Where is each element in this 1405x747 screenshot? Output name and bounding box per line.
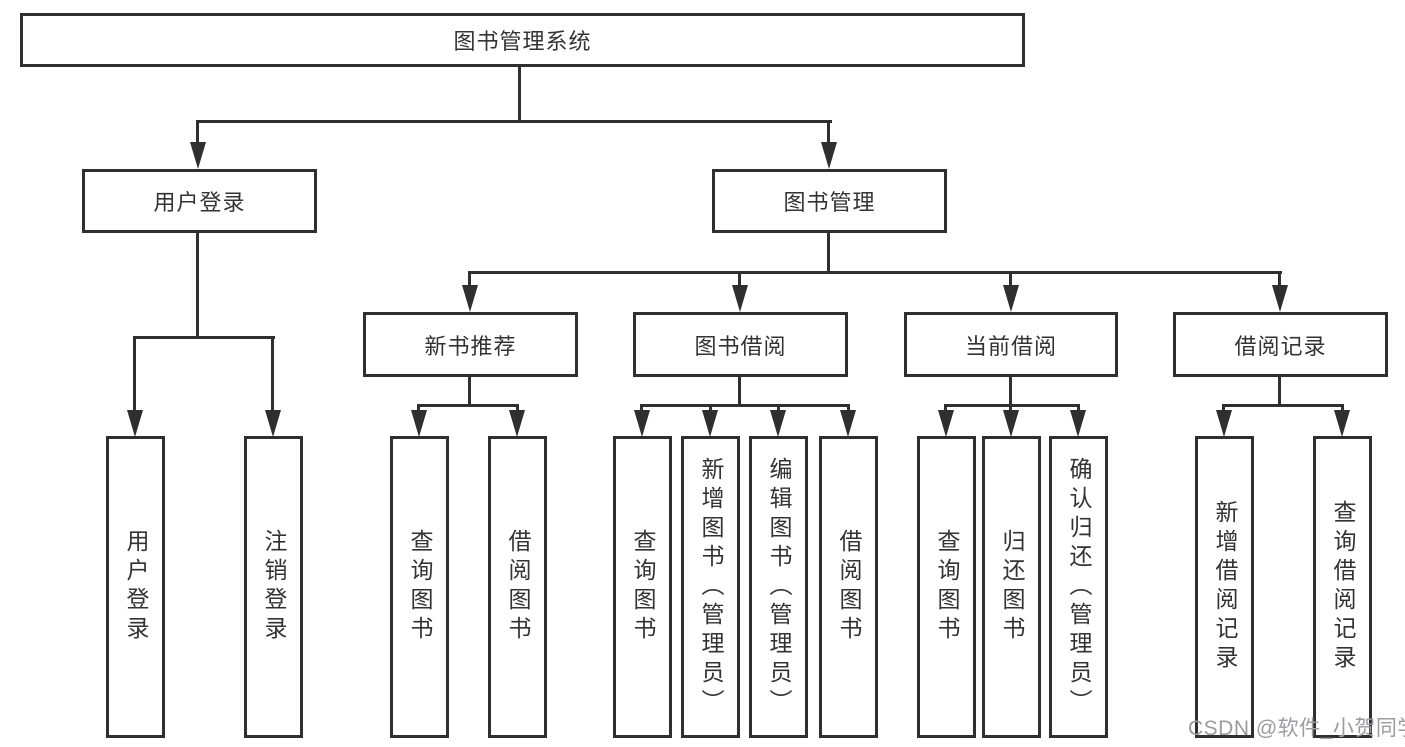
arrowhead-down-icon — [1003, 410, 1019, 437]
arrowhead-down-icon — [1003, 285, 1019, 312]
leaf-confirm-return-admin-label: 确认归还（管理员） — [1066, 456, 1092, 718]
leaf-return-books: 归还图书 — [982, 436, 1041, 738]
leaf-edit-books-admin-label: 编辑图书（管理员） — [766, 456, 792, 718]
connector-line — [468, 271, 471, 288]
arrowhead-down-icon — [1272, 285, 1288, 312]
leaf-query-books-3-label: 查询图书 — [934, 529, 960, 645]
leaf-borrow-books-2-label: 借阅图书 — [836, 529, 862, 645]
leaf-add-books-admin: 新增图书（管理员） — [681, 436, 740, 738]
node-borrow-records: 借阅记录 — [1173, 312, 1388, 377]
arrowhead-down-icon — [732, 285, 748, 312]
leaf-query-books-1-label: 查询图书 — [407, 529, 433, 645]
connector-line — [847, 404, 850, 414]
connector-line — [827, 232, 830, 274]
connector-line — [1222, 404, 1225, 414]
connector-line — [640, 404, 643, 414]
leaf-edit-books-admin: 编辑图书（管理员） — [749, 436, 808, 738]
connector-line — [468, 375, 471, 407]
connector-line — [944, 404, 947, 414]
connector-line — [133, 336, 275, 339]
connector-line — [196, 120, 832, 123]
leaf-borrow-books-1: 借阅图书 — [488, 436, 547, 738]
arrowhead-down-icon — [190, 142, 206, 169]
node-book-management: 图书管理 — [712, 169, 947, 233]
leaf-borrow-books-1-label: 借阅图书 — [505, 529, 531, 645]
connector-line — [709, 404, 712, 414]
arrowhead-down-icon — [509, 410, 525, 437]
arrowhead-down-icon — [634, 410, 650, 437]
connector-line — [271, 336, 274, 413]
node-book-borrow: 图书借阅 — [633, 312, 848, 377]
connector-line — [1278, 271, 1281, 288]
leaf-borrow-books-2: 借阅图书 — [819, 436, 878, 738]
arrowhead-down-icon — [1216, 410, 1232, 437]
leaf-add-books-admin-label: 新增图书（管理员） — [698, 456, 724, 718]
connector-line — [518, 66, 521, 123]
watermark-text: CSDN @软件_小贺同学 — [1188, 717, 1405, 740]
arrowhead-down-icon — [938, 410, 954, 437]
leaf-user-login: 用户登录 — [106, 436, 165, 738]
node-book-management-label: 图书管理 — [783, 190, 876, 215]
arrowhead-down-icon — [1334, 410, 1350, 437]
arrowhead-down-icon — [1070, 410, 1086, 437]
connector-line — [777, 404, 780, 414]
leaf-logout-label: 注销登录 — [261, 529, 287, 645]
connector-line — [738, 375, 741, 407]
arrowhead-down-icon — [770, 410, 786, 437]
connector-line — [827, 120, 830, 150]
connector-line — [196, 120, 199, 150]
arrowhead-down-icon — [821, 142, 837, 169]
node-user-login: 用户登录 — [82, 169, 317, 233]
connector-line — [1009, 375, 1012, 407]
arrowhead-down-icon — [127, 410, 143, 437]
connector-line — [1009, 271, 1012, 288]
connector-line — [417, 404, 519, 407]
node-current-borrow-label: 当前借阅 — [964, 333, 1057, 359]
connector-line — [1222, 404, 1344, 407]
connector-line — [468, 271, 1282, 274]
arrowhead-down-icon — [462, 285, 478, 312]
leaf-query-books-2-label: 查询图书 — [630, 529, 656, 645]
node-new-book-recommend: 新书推荐 — [363, 312, 578, 377]
arrowhead-down-icon — [702, 410, 718, 437]
leaf-return-books-label: 归还图书 — [999, 529, 1025, 645]
node-current-borrow: 当前借阅 — [904, 312, 1118, 377]
leaf-add-borrow-record-label: 新增借阅记录 — [1212, 500, 1238, 674]
connector-line — [1278, 375, 1281, 407]
node-new-book-recommend-label: 新书推荐 — [424, 333, 517, 359]
node-root-label: 图书管理系统 — [453, 29, 592, 54]
arrowhead-down-icon — [411, 410, 427, 437]
leaf-add-borrow-record: 新增借阅记录 — [1195, 436, 1254, 738]
connector-line — [516, 404, 519, 414]
arrowhead-down-icon — [840, 410, 856, 437]
leaf-confirm-return-admin: 确认归还（管理员） — [1049, 436, 1108, 738]
leaf-query-books-1: 查询图书 — [390, 436, 449, 738]
connector-line — [640, 404, 850, 407]
leaf-query-borrow-record-label: 查询借阅记录 — [1330, 500, 1356, 674]
connector-line — [1341, 404, 1344, 414]
node-user-login-label: 用户登录 — [153, 190, 246, 215]
connector-line — [417, 404, 420, 414]
connector-line — [738, 271, 741, 288]
connector-line — [1077, 404, 1080, 414]
node-book-borrow-label: 图书借阅 — [694, 333, 787, 359]
connector-line — [944, 404, 1080, 407]
leaf-logout: 注销登录 — [244, 436, 303, 738]
connector-line — [1009, 404, 1012, 414]
leaf-user-login-label: 用户登录 — [123, 529, 149, 645]
connector-line — [196, 232, 199, 338]
arrowhead-down-icon — [265, 410, 281, 437]
node-borrow-records-label: 借阅记录 — [1234, 333, 1327, 359]
connector-line — [133, 336, 136, 413]
leaf-query-books-2: 查询图书 — [613, 436, 672, 738]
leaf-query-books-3: 查询图书 — [917, 436, 976, 738]
node-root: 图书管理系统 — [20, 13, 1025, 67]
leaf-query-borrow-record: 查询借阅记录 — [1313, 436, 1372, 738]
